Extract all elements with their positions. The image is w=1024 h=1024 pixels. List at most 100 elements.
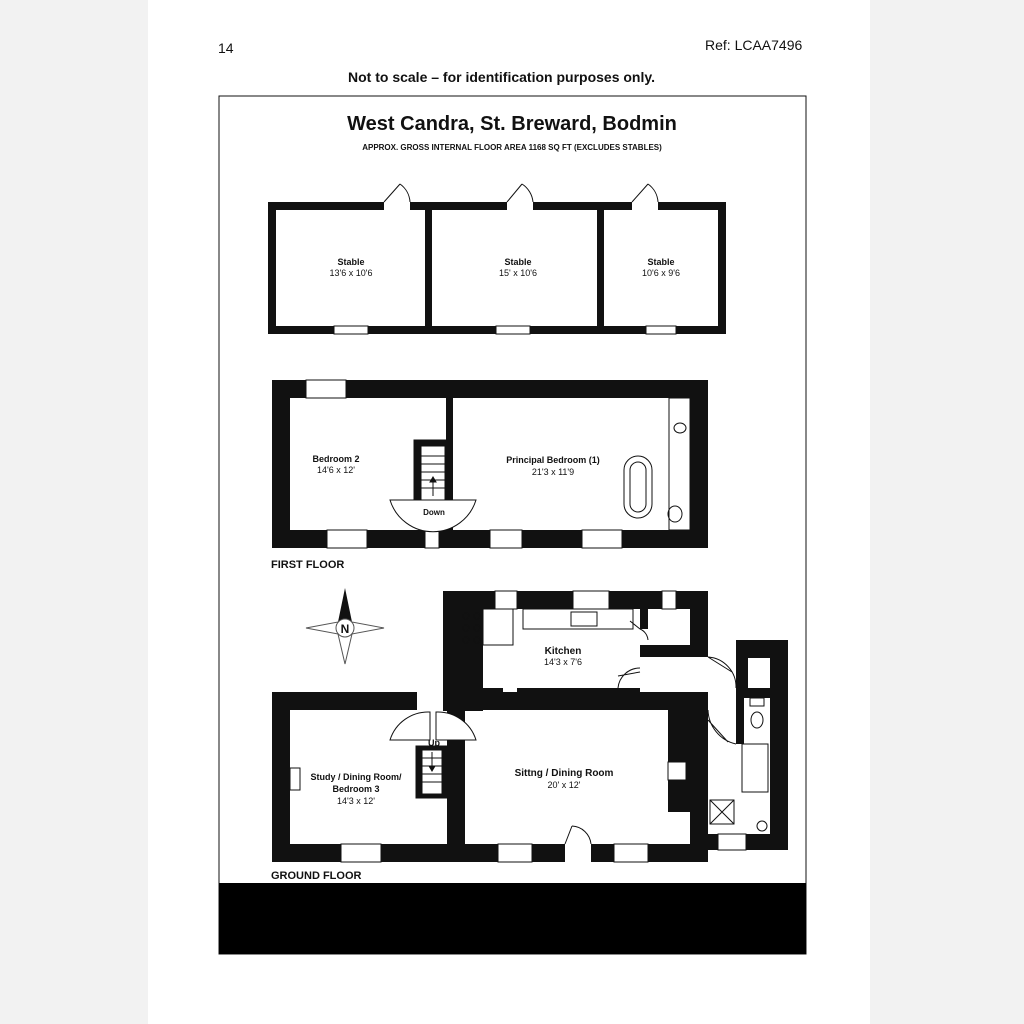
stable-door-gap-1 bbox=[384, 202, 410, 210]
bedroom-2-name: Bedroom 2 bbox=[312, 454, 359, 464]
ff-window-3 bbox=[489, 529, 523, 549]
basin-icon bbox=[673, 422, 687, 434]
kitchen-worktop bbox=[522, 608, 634, 630]
sitting-room-size: 20' x 12' bbox=[548, 780, 581, 790]
shower-tray bbox=[709, 799, 735, 825]
stables-partition-1 bbox=[425, 202, 432, 334]
stables-wall-left bbox=[268, 202, 276, 334]
boiler-icon bbox=[756, 820, 768, 832]
study-wall-left bbox=[272, 692, 290, 862]
shower-cross bbox=[709, 799, 735, 825]
gf-staircase bbox=[415, 745, 448, 799]
plan-title: West Candra, St. Breward, Bodmin bbox=[347, 113, 677, 135]
stable-door-arc-2 bbox=[521, 183, 534, 203]
stable-2-size: 15' x 10'6 bbox=[499, 268, 537, 278]
principal-bedroom-size: 21'3 x 11'9 bbox=[532, 467, 574, 477]
study-wall-top bbox=[272, 692, 417, 710]
page-number: 14 bbox=[218, 40, 234, 56]
compass-letter: N bbox=[341, 622, 350, 636]
sitting-room-name: Sittng / Dining Room bbox=[515, 768, 614, 779]
kitchen-window-2 bbox=[572, 590, 610, 610]
ff-wall-left bbox=[272, 380, 290, 548]
study-name-line-2: Bedroom 3 bbox=[332, 784, 379, 794]
stable-door-gap-3 bbox=[632, 202, 658, 210]
bedroom-2-size: 14'6 x 12' bbox=[317, 465, 355, 475]
study-name-line-1: Study / Dining Room/ bbox=[311, 772, 402, 782]
kitchen-window-1 bbox=[494, 590, 518, 610]
ff-window-top bbox=[305, 379, 347, 399]
study-wall-right bbox=[447, 710, 465, 862]
stable-door-gap-2 bbox=[507, 202, 533, 210]
compass-icon: N bbox=[305, 588, 385, 665]
ff-wall-top bbox=[272, 380, 708, 398]
stable-1-size: 13'6 x 10'6 bbox=[330, 268, 373, 278]
stable-window-1 bbox=[333, 325, 369, 335]
kitchen-name: Kitchen bbox=[545, 646, 582, 657]
compass-center bbox=[335, 618, 355, 638]
hall-door-arc bbox=[435, 711, 477, 741]
ground-floor-label: GROUND FLOOR bbox=[271, 870, 361, 882]
stable-3-size: 10'6 x 9'6 bbox=[642, 268, 680, 278]
ff-window-4 bbox=[581, 529, 623, 549]
utility-wall-right bbox=[770, 640, 788, 850]
sitting-stove bbox=[667, 761, 687, 781]
bathtub-icon bbox=[623, 455, 653, 519]
kitchen-wall-right bbox=[690, 591, 708, 657]
kitchen-cupboard-door bbox=[629, 620, 649, 641]
stable-door-arc-3 bbox=[647, 183, 659, 203]
plan-subtitle: APPROX. GROSS INTERNAL FLOOR AREA 1168 S… bbox=[362, 143, 662, 152]
wc-wall-top bbox=[736, 688, 788, 698]
ff-stair-label: Down bbox=[423, 508, 445, 517]
sink-icon bbox=[570, 611, 598, 627]
footer-band bbox=[219, 883, 806, 954]
plan-frame bbox=[218, 95, 807, 955]
gf-stair-label: Up bbox=[428, 738, 440, 748]
stables-block bbox=[268, 202, 726, 335]
front-door bbox=[564, 825, 592, 845]
hob-counter bbox=[482, 608, 514, 646]
hob-ring-6 bbox=[473, 636, 481, 644]
stable-door-leaf-3 bbox=[631, 183, 649, 203]
ff-landing-door-arc bbox=[389, 499, 477, 533]
kitchen-wall-step bbox=[640, 645, 708, 657]
utility-door bbox=[707, 709, 737, 745]
hob-ring-3 bbox=[462, 624, 470, 632]
gf-fittings bbox=[389, 608, 769, 845]
stable-window-3 bbox=[645, 325, 677, 335]
first-floor-label: FIRST FLOOR bbox=[271, 559, 344, 571]
compass-north-point bbox=[338, 588, 352, 628]
gf-stair-treads bbox=[421, 749, 443, 795]
sitting-wall-right bbox=[690, 692, 708, 862]
stable-door-arc-1 bbox=[399, 183, 411, 203]
toilet-icon bbox=[667, 505, 683, 523]
ff-window-2 bbox=[424, 529, 440, 549]
ff-stair-lines bbox=[421, 455, 445, 489]
stable-door-swings bbox=[383, 183, 659, 203]
stable-3-name: Stable bbox=[647, 257, 674, 267]
kitchen-side-door bbox=[617, 667, 641, 689]
ff-stair-arrowhead bbox=[429, 476, 437, 483]
stables-wall-top bbox=[268, 202, 726, 210]
disclaimer: Not to scale – for identification purpos… bbox=[348, 69, 656, 85]
utility-worktop bbox=[741, 743, 769, 793]
sitting-window-1 bbox=[497, 843, 533, 863]
ff-bathroom-fittings bbox=[623, 397, 691, 531]
study-fireplace bbox=[289, 767, 301, 791]
wc-toilet-icon bbox=[750, 711, 764, 729]
utility-wall-inner bbox=[736, 640, 748, 688]
ff-wall-right bbox=[690, 380, 708, 548]
hob-ring-4 bbox=[473, 624, 481, 632]
study-size: 14'3 x 12' bbox=[337, 796, 375, 806]
reference-number: Ref: LCAA7496 bbox=[705, 37, 803, 53]
hob-ring-5 bbox=[462, 636, 470, 644]
wc-wall-left bbox=[736, 698, 744, 744]
sitting-window-2 bbox=[613, 843, 649, 863]
sitting-door-gap bbox=[565, 844, 591, 862]
gf-stair-arrowhead bbox=[428, 765, 436, 772]
study-door-arc bbox=[389, 711, 431, 741]
stable-2-name: Stable bbox=[504, 257, 531, 267]
kitchen-size: 14'3 x 7'6 bbox=[544, 657, 582, 667]
stable-door-leaf-1 bbox=[383, 183, 401, 203]
study-window bbox=[340, 843, 382, 863]
